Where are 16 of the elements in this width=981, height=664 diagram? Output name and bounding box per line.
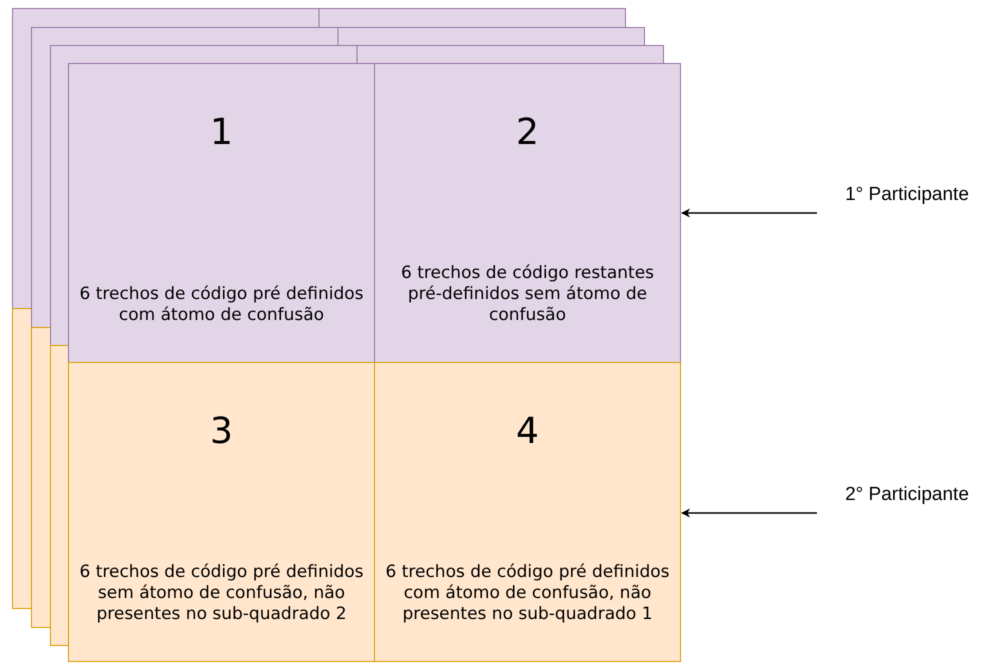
quadrant-number: 3 <box>210 411 233 452</box>
quadrant-description: 6 trechos de código pré definidos sem átomo de confusão, não presentes no sub-quadrado 2 <box>78 562 365 625</box>
quadrant-box <box>374 362 681 662</box>
quadrant-number: 1 <box>210 112 233 153</box>
quadrant-description: 6 trechos de código restantes pré-definidos sem átomo de confusão <box>400 263 656 326</box>
participant-label: 1° Participante <box>817 178 981 248</box>
arrow <box>681 208 817 218</box>
quadrant-box <box>68 362 375 662</box>
quadrant-box <box>374 63 681 363</box>
quadrant-description: 6 trechos de código pré definidos com átomo de confusão, não presentes no sub-quadrado 1 <box>384 562 671 625</box>
participant-label: 2° Participante <box>817 478 981 548</box>
quadrant-number: 4 <box>516 411 539 452</box>
quadrant-box <box>68 63 375 363</box>
quadrant-description: 6 trechos de código pré definidos com átomo de confusão <box>78 284 365 326</box>
arrow <box>681 508 817 518</box>
quadrant-number: 2 <box>516 112 539 153</box>
